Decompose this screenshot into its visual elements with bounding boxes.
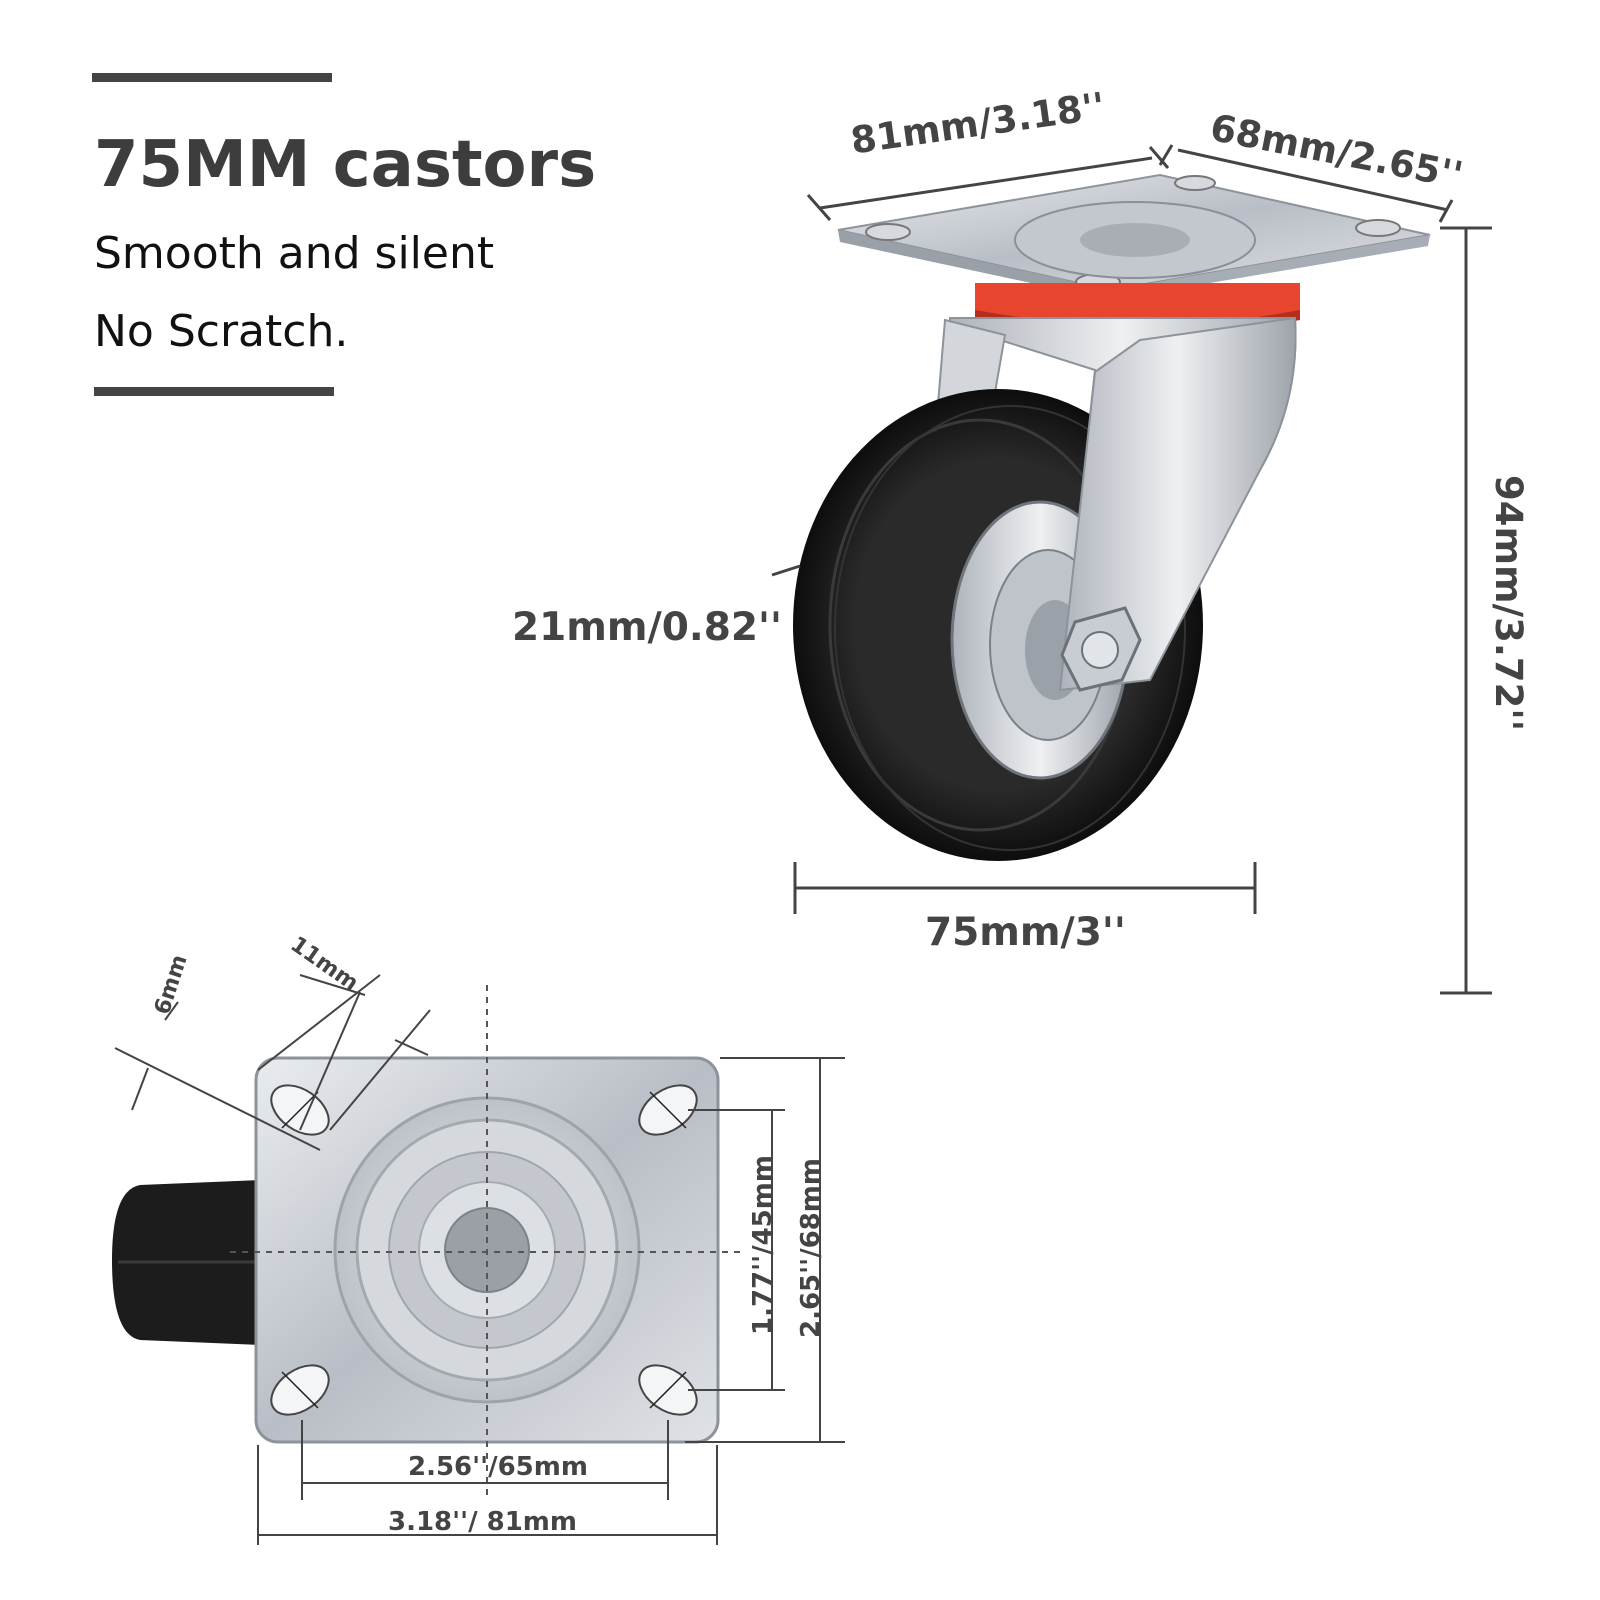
total-height-label: 94mm/3.72'' — [1487, 475, 1530, 732]
top-divider — [92, 73, 332, 82]
plate-width-bottom-label: 3.18''/ 81mm — [388, 1507, 577, 1537]
wheel-width-label: 21mm/0.82'' — [512, 605, 782, 650]
feature-line-1: Smooth and silent — [94, 228, 495, 279]
hole-spacing-vertical-label: 1.77''/45mm — [748, 1155, 778, 1335]
top-dimension-lines — [771, 144, 1492, 995]
castor-top-view — [112, 985, 740, 1500]
feature-line-2: No Scratch. — [94, 306, 349, 357]
castor-side-view — [793, 173, 1431, 861]
hole-spacing-horizontal-label: 2.56''/65mm — [408, 1452, 588, 1482]
product-title: 75MM castors — [94, 128, 597, 202]
wheel-diameter-label: 75mm/3'' — [925, 910, 1126, 955]
bottom-dimension-lines — [114, 974, 845, 1545]
bottom-divider — [94, 387, 334, 396]
plate-height-side-label: 2.65''/68mm — [796, 1158, 826, 1338]
